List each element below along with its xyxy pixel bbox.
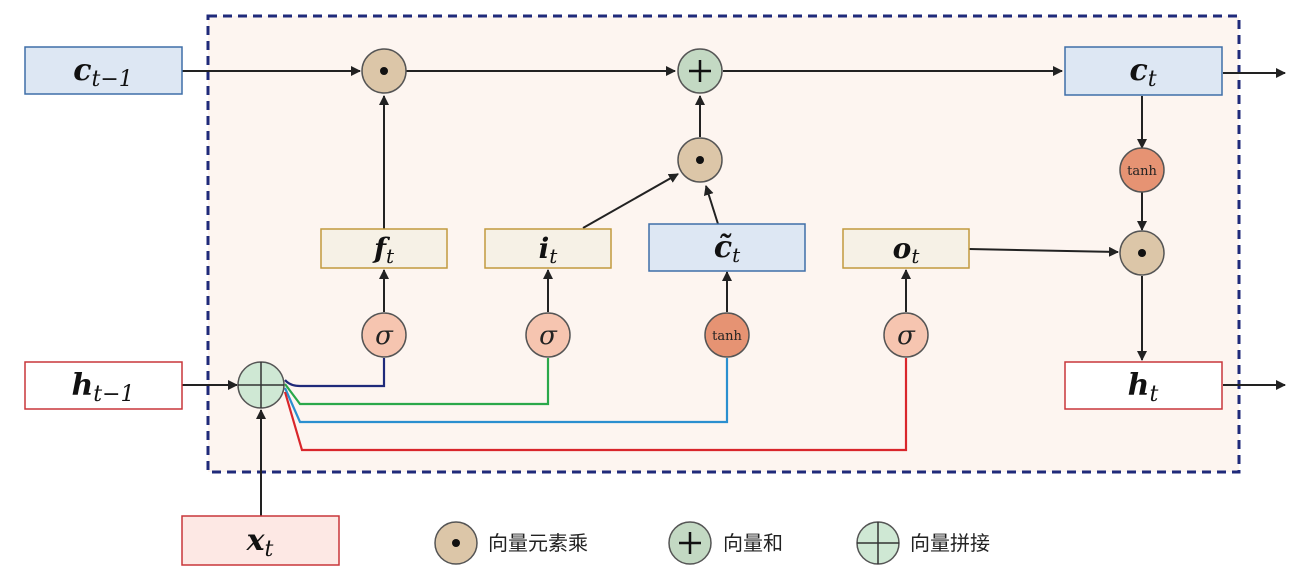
i-t-main: i bbox=[539, 232, 550, 265]
f-t-box bbox=[320, 228, 448, 269]
h-prev-main: h bbox=[71, 368, 93, 403]
legend: 向量元素乘 向量和 向量拼接 bbox=[434, 521, 990, 565]
h-prev-sub: t−1 bbox=[93, 382, 134, 407]
sigma-label: σ bbox=[375, 321, 394, 351]
dot-icon bbox=[380, 67, 388, 75]
c-prev-main: c bbox=[73, 53, 91, 88]
crosshair-icon bbox=[238, 362, 284, 408]
plus-icon bbox=[689, 60, 711, 82]
c-tilde-box bbox=[648, 223, 806, 272]
svg-text:it: it bbox=[539, 232, 559, 268]
o-t-box bbox=[842, 228, 970, 269]
mul-node-input bbox=[677, 137, 723, 183]
h-t-sub: t bbox=[1149, 382, 1158, 407]
c-prev-box bbox=[24, 46, 183, 95]
f-t-sub: t bbox=[386, 244, 395, 268]
h-t-main: h bbox=[1128, 368, 1150, 403]
sigma-node-output: σ bbox=[883, 312, 929, 358]
sigma-node-input: σ bbox=[525, 312, 571, 358]
mul-node-output bbox=[1119, 230, 1165, 276]
dot-icon bbox=[696, 156, 704, 164]
o-t-sub: t bbox=[911, 244, 920, 268]
svg-text:c̃t: c̃t bbox=[714, 230, 741, 267]
legend-mul: 向量元素乘 bbox=[434, 521, 588, 565]
line-to-candidate bbox=[283, 358, 729, 424]
sigma-label: σ bbox=[897, 321, 916, 351]
i-t-sub: t bbox=[549, 244, 558, 268]
line-to-input bbox=[284, 358, 550, 406]
svg-text:ht: ht bbox=[1128, 368, 1159, 407]
o-t-main: o bbox=[893, 232, 912, 265]
dot-icon bbox=[1138, 249, 1146, 257]
legend-concat-label: 向量拼接 bbox=[910, 531, 990, 555]
tanh-label: tanh bbox=[1127, 164, 1157, 179]
x-t-main: x bbox=[246, 523, 266, 558]
legend-concat: 向量拼接 bbox=[856, 521, 990, 565]
concat-node bbox=[237, 361, 285, 409]
add-node bbox=[677, 48, 723, 94]
c-tilde-sub: t bbox=[732, 243, 741, 267]
svg-text:ct−1: ct−1 bbox=[73, 53, 133, 92]
mul-node-forget bbox=[361, 48, 407, 94]
arrow-it-to-mul2 bbox=[582, 173, 679, 229]
c-t-box bbox=[1064, 46, 1223, 96]
c-tilde-main: c̃ bbox=[714, 230, 732, 265]
sigma-label: σ bbox=[539, 321, 558, 351]
svg-text:ht−1: ht−1 bbox=[71, 368, 134, 407]
legend-add-label: 向量和 bbox=[723, 531, 783, 555]
line-to-output bbox=[283, 358, 908, 452]
x-t-box bbox=[181, 515, 340, 566]
tanh-node-candidate: tanh bbox=[704, 312, 750, 358]
sigma-node-forget: σ bbox=[361, 312, 407, 358]
h-t-box bbox=[1064, 361, 1223, 410]
arrow-ot-to-mul3 bbox=[968, 246, 1119, 257]
i-t-box bbox=[484, 228, 612, 269]
line-to-forget bbox=[284, 358, 386, 388]
c-prev-sub: t−1 bbox=[92, 67, 133, 92]
svg-text:ot: ot bbox=[893, 232, 921, 268]
arrow-ctilde-to-mul2 bbox=[703, 185, 719, 225]
legend-add: 向量和 bbox=[668, 521, 783, 565]
legend-mul-label: 向量元素乘 bbox=[488, 531, 588, 555]
tanh-label: tanh bbox=[712, 329, 742, 344]
svg-text:ct: ct bbox=[1129, 53, 1156, 92]
x-t-sub: t bbox=[265, 537, 274, 562]
c-t-sub: t bbox=[1148, 67, 1157, 92]
svg-text:xt: xt bbox=[246, 523, 274, 562]
tanh-node-cell: tanh bbox=[1119, 147, 1165, 193]
c-t-main: c bbox=[1129, 53, 1147, 88]
h-prev-box bbox=[24, 361, 183, 410]
